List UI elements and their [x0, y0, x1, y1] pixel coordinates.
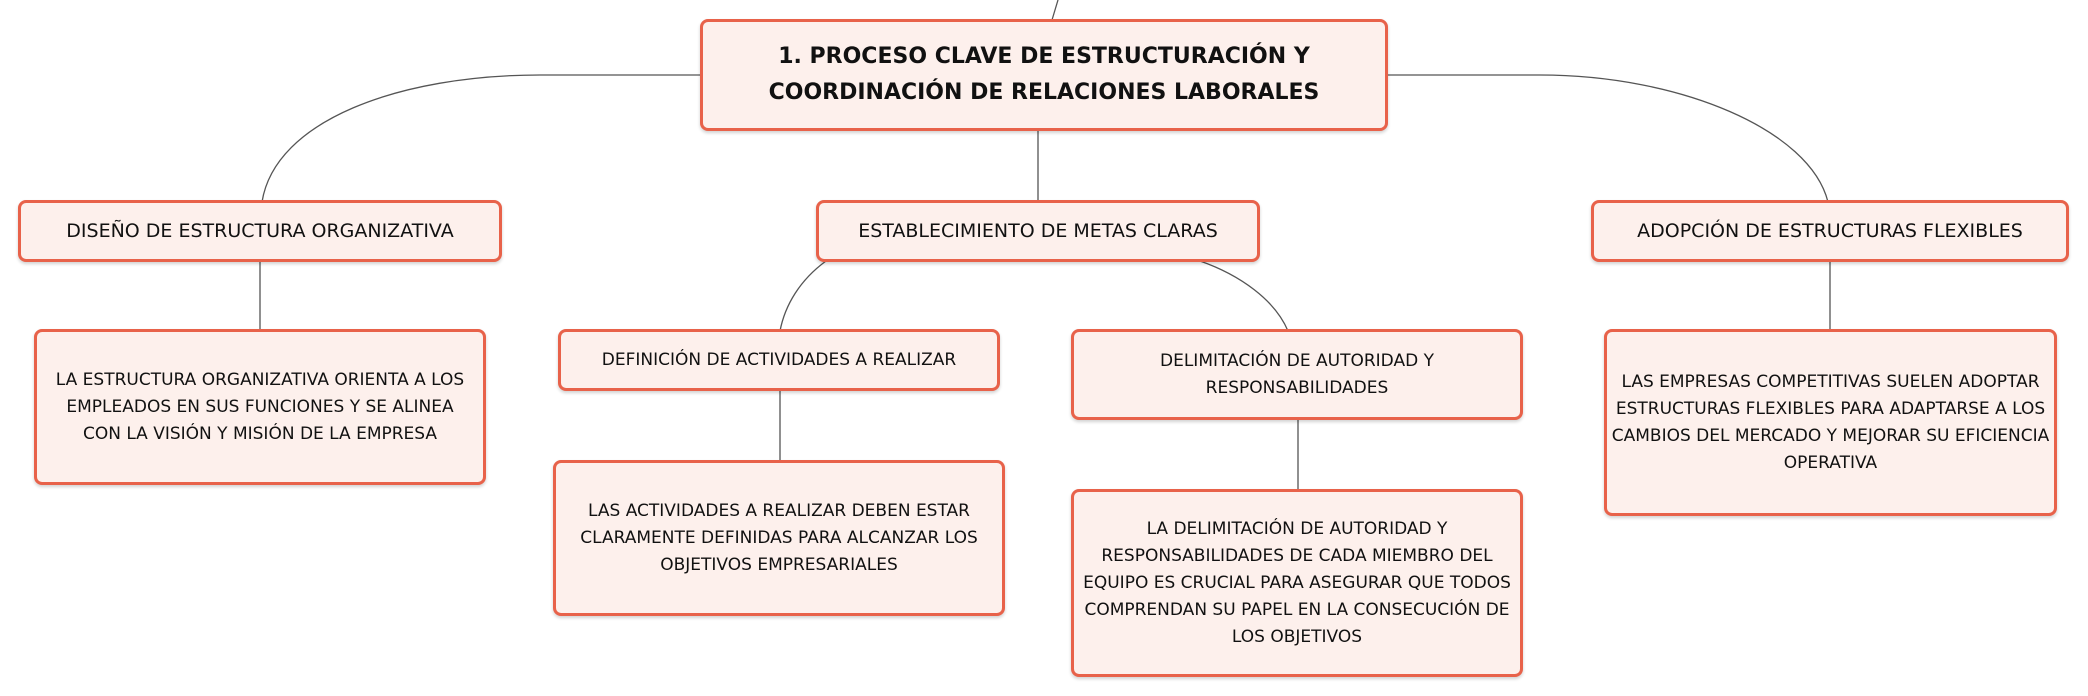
connector-root-to-flexibles — [1388, 74, 1829, 203]
detail-delimitacion[interactable]: LA DELIMITACIÓN DE AUTORIDAD Y RESPONSAB… — [1071, 489, 1523, 677]
topic-establecimiento-metas[interactable]: ESTABLECIMIENTO DE METAS CLARAS — [816, 200, 1260, 262]
connector-metas-to-definicion — [779, 260, 827, 332]
detail-flexibles[interactable]: LAS EMPRESAS COMPETITIVAS SUELEN ADOPTAR… — [1604, 329, 2057, 516]
connector-metas-to-delimitacion — [1199, 260, 1289, 332]
topic-diseno-estructura[interactable]: DISEÑO DE ESTRUCTURA ORGANIZATIVA — [18, 200, 502, 262]
detail-definicion[interactable]: LAS ACTIVIDADES A REALIZAR DEBEN ESTAR C… — [553, 460, 1005, 616]
subtopic-delimitacion-label: DELIMITACIÓN DE AUTORIDAD Y RESPONSABILI… — [1160, 350, 1434, 398]
detail-diseno[interactable]: LA ESTRUCTURA ORGANIZATIVA ORIENTA A LOS… — [34, 329, 486, 485]
detail-definicion-text: LAS ACTIVIDADES A REALIZAR DEBEN ESTAR C… — [580, 500, 978, 575]
subtopic-delimitacion-autoridad[interactable]: DELIMITACIÓN DE AUTORIDAD Y RESPONSABILI… — [1071, 329, 1523, 420]
topic-metas-label: ESTABLECIMIENTO DE METAS CLARAS — [858, 220, 1218, 242]
detail-flexibles-text: LAS EMPRESAS COMPETITIVAS SUELEN ADOPTAR… — [1611, 371, 2050, 473]
subtopic-definicion-label: DEFINICIÓN DE ACTIVIDADES A REALIZAR — [601, 350, 957, 370]
topic-estructuras-flexibles[interactable]: ADOPCIÓN DE ESTRUCTURAS FLEXIBLES — [1591, 200, 2069, 262]
detail-diseno-text: LA ESTRUCTURA ORGANIZATIVA ORIENTA A LOS… — [55, 369, 465, 444]
detail-delimitacion-text: LA DELIMITACIÓN DE AUTORIDAD Y RESPONSAB… — [1083, 518, 1511, 647]
subtopic-definicion-actividades[interactable]: DEFINICIÓN DE ACTIVIDADES A REALIZAR — [558, 329, 1000, 391]
central-topic-title: 1. PROCESO CLAVE DE ESTRUCTURACIÓN Y COO… — [768, 44, 1320, 105]
topic-diseno-label: DISEÑO DE ESTRUCTURA ORGANIZATIVA — [66, 220, 454, 242]
topic-flexibles-label: ADOPCIÓN DE ESTRUCTURAS FLEXIBLES — [1637, 220, 2023, 242]
connector-parent-to-root — [1051, 0, 1059, 21]
connector-root-to-diseno — [261, 74, 700, 203]
central-topic[interactable]: 1. PROCESO CLAVE DE ESTRUCTURACIÓN Y COO… — [700, 19, 1388, 131]
